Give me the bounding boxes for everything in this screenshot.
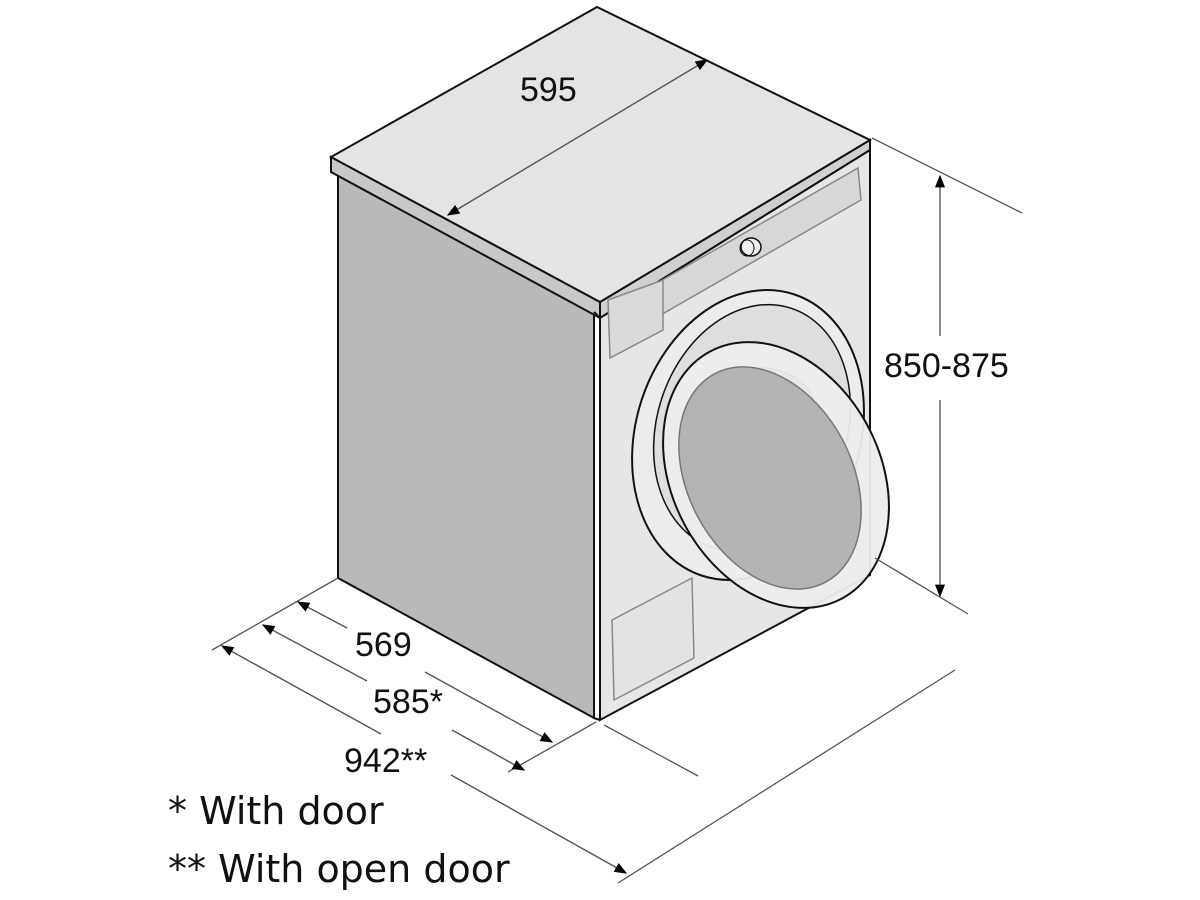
legend-with-open-door: ** With open door	[168, 847, 510, 891]
open-door-extension	[617, 669, 956, 884]
depth-extension-front	[507, 721, 597, 773]
height-extension-bottom	[874, 557, 969, 615]
depth-label: 569	[355, 626, 412, 664]
service-hatch	[611, 577, 695, 701]
depth-open-door-label: 942**	[344, 742, 428, 780]
depth-with-door-label: 585*	[373, 683, 443, 721]
door-extension-front	[603, 724, 699, 777]
program-knob	[740, 237, 762, 257]
width-label: 595	[520, 71, 577, 109]
height-label: 850-875	[884, 347, 1009, 385]
width-dimension-line	[446, 59, 709, 216]
depth-extension-back	[211, 577, 339, 651]
door-glass	[678, 366, 862, 590]
height-extension-top	[871, 137, 1023, 214]
detergent-drawer	[607, 278, 664, 360]
legend-with-door: * With door	[168, 789, 384, 833]
